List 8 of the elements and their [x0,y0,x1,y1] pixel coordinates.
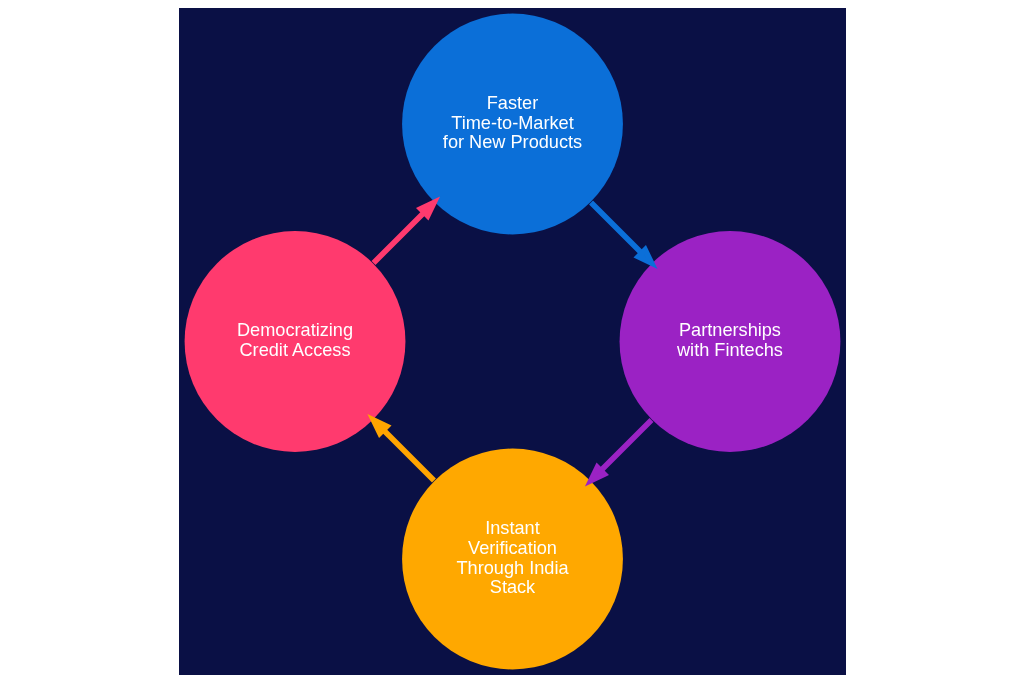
node-circle: Democratizing Credit Access [184,231,405,452]
node-circle: Partnerships with Fintechs [619,231,840,452]
arrow [366,413,436,483]
node-circle: Faster Time-to-Market for New Products [401,13,623,235]
arrow [371,196,440,265]
arrow [588,200,658,270]
arrow [584,418,653,487]
node-circle: Instant Verification Through India Stack [401,448,623,670]
